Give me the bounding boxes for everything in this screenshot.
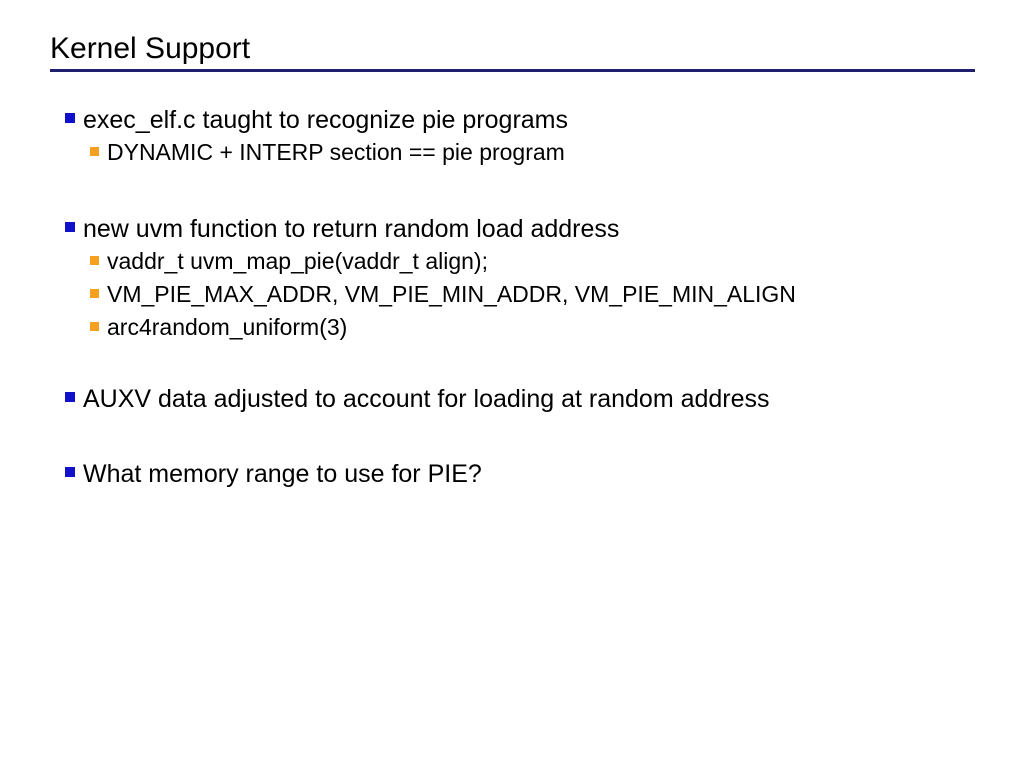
square-bullet-icon <box>90 289 99 298</box>
bullet-group-1: exec_elf.c taught to recognize pie progr… <box>0 104 1024 170</box>
group-spacer <box>0 416 1024 458</box>
square-bullet-icon <box>65 467 75 477</box>
title-underline-rule <box>50 69 975 72</box>
bullet-item-level1: exec_elf.c taught to recognize pie progr… <box>0 104 1024 137</box>
bullet-text: DYNAMIC + INTERP section == pie program <box>107 139 565 165</box>
square-bullet-icon <box>90 322 99 331</box>
square-bullet-icon <box>65 113 75 123</box>
square-bullet-icon <box>65 222 75 232</box>
bullet-group-3: AUXV data adjusted to account for loadin… <box>0 383 1024 416</box>
bullet-text: What memory range to use for PIE? <box>83 460 482 488</box>
bullet-item-level2: DYNAMIC + INTERP section == pie program <box>0 137 1024 170</box>
group-spacer <box>0 170 1024 213</box>
bullet-text: VM_PIE_MAX_ADDR, VM_PIE_MIN_ADDR, VM_PIE… <box>107 281 796 307</box>
bullet-text: exec_elf.c taught to recognize pie progr… <box>83 106 568 134</box>
bullet-text: vaddr_t uvm_map_pie(vaddr_t align); <box>107 248 488 274</box>
bullet-item-level2: arc4random_uniform(3) <box>0 312 1024 345</box>
square-bullet-icon <box>90 256 99 265</box>
group-spacer <box>0 345 1024 383</box>
slide-title-block: Kernel Support <box>50 30 975 68</box>
bullet-group-2: new uvm function to return random load a… <box>0 213 1024 345</box>
square-bullet-icon <box>65 392 75 402</box>
bullet-item-level1: What memory range to use for PIE? <box>0 458 1024 491</box>
bullet-text: AUXV data adjusted to account for loadin… <box>83 385 770 413</box>
bullet-item-level1: AUXV data adjusted to account for loadin… <box>0 383 1024 416</box>
bullet-item-level2: vaddr_t uvm_map_pie(vaddr_t align); <box>0 246 1024 279</box>
bullet-item-level1: new uvm function to return random load a… <box>0 213 1024 246</box>
slide-body: exec_elf.c taught to recognize pie progr… <box>0 104 1024 491</box>
bullet-text: arc4random_uniform(3) <box>107 314 348 340</box>
bullet-group-4: What memory range to use for PIE? <box>0 458 1024 491</box>
page-title: Kernel Support <box>50 32 251 65</box>
bullet-text: new uvm function to return random load a… <box>83 215 620 243</box>
square-bullet-icon <box>90 147 99 156</box>
bullet-item-level2: VM_PIE_MAX_ADDR, VM_PIE_MIN_ADDR, VM_PIE… <box>0 279 1024 312</box>
